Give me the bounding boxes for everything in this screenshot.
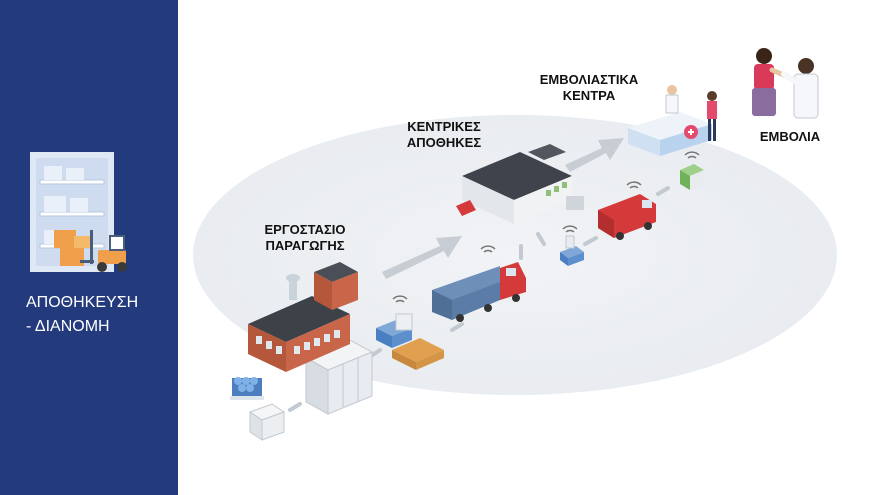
- label-vaccination-centers-line2: ΚΕΝΤΡΑ: [562, 88, 616, 103]
- label-vaccinations-line1: ΕΜΒΟΛΙΑ: [759, 129, 821, 144]
- pallet-icon: [376, 313, 444, 370]
- label-central-warehouses: ΚΕΝΤΡΙΚΕΣ ΑΠΟΘΗΚΕΣ: [398, 119, 490, 151]
- label-factory-line2: ΠΑΡΑΓΩΓΗΣ: [265, 238, 345, 253]
- vaccine-vials-icon: [230, 377, 264, 400]
- sidebar-panel: ΑΠΟΘΗΚΕΥΣΗ - ΔΙΑΝΟΜΗ: [0, 0, 178, 495]
- sidebar-title-line1: ΑΠΟΘΗΚΕΥΣΗ: [26, 294, 139, 311]
- factory-icon: [248, 262, 358, 372]
- warehouse-building-icon: [456, 144, 584, 224]
- sidebar-title: ΑΠΟΘΗΚΕΥΣΗ - ΔΙΑΝΟΜΗ: [26, 291, 174, 339]
- label-central-warehouses-line2: ΑΠΟΘΗΚΕΣ: [406, 135, 482, 150]
- flow-arrows: [382, 138, 624, 279]
- small-arrows: [288, 186, 670, 412]
- label-vaccination-centers-line1: ΕΜΒΟΛΙΑΣΤΙΚΑ: [539, 72, 639, 87]
- wifi-signal-icon: [392, 295, 408, 303]
- warehouse-shelves-icon: [30, 152, 127, 272]
- sidebar-title-line2: - ΔΙΑΝΟΜΗ: [26, 318, 110, 335]
- label-factory: ΕΡΓΟΣΤΑΣΙΟ ΠΑΡΑΓΩΓΗΣ: [256, 222, 354, 254]
- label-factory-line1: ΕΡΓΟΣΤΑΣΙΟ: [264, 222, 346, 237]
- cooler-box-icon: [680, 164, 704, 190]
- freezer-icon: [248, 403, 286, 441]
- background-ellipse: [193, 115, 837, 395]
- truck-icon: [432, 262, 526, 322]
- forklift-icon: [80, 230, 127, 272]
- wifi-signal-icon: [480, 245, 496, 253]
- wifi-signal-icon: [626, 181, 642, 189]
- label-vaccination-centers: ΕΜΒΟΛΙΑΣΤΙΚΑ ΚΕΝΤΡΑ: [532, 72, 646, 104]
- wifi-signal-icon: [684, 151, 700, 159]
- label-vaccinations: ΕΜΒΟΛΙΑ: [748, 129, 832, 145]
- vaccination-people-icon: [752, 48, 819, 119]
- wifi-signal-icon: [562, 225, 578, 233]
- label-central-warehouses-line1: ΚΕΝΤΡΙΚΕΣ: [407, 119, 481, 134]
- van-icon: [598, 194, 656, 240]
- reception-desk-icon: [628, 85, 717, 156]
- pallet-icon: [560, 235, 584, 266]
